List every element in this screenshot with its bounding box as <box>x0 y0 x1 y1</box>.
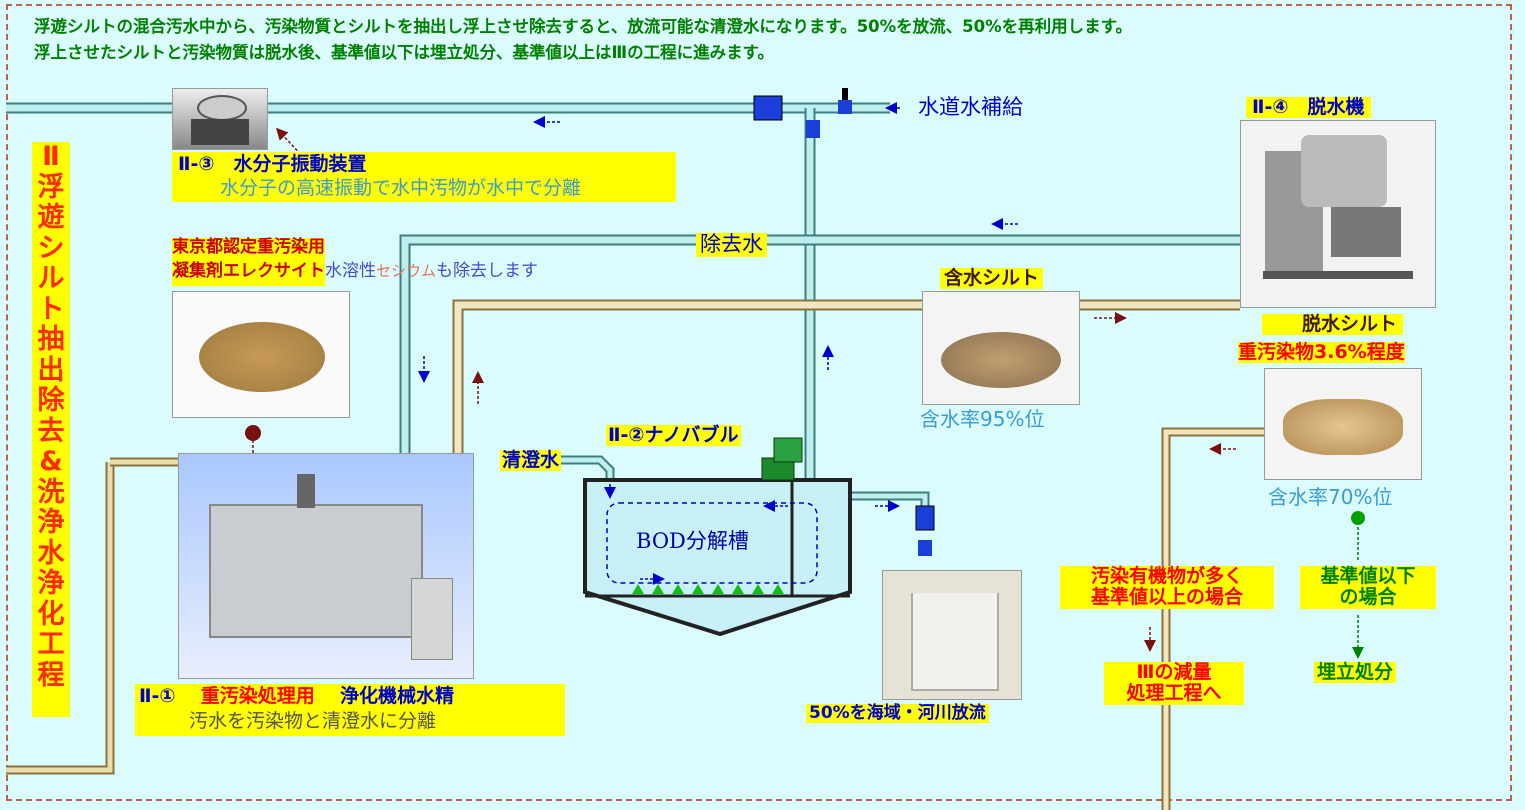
purifier-code: Ⅱ-① <box>139 685 176 707</box>
coagulant-line-1: 東京都認定重汚染用 <box>172 237 325 257</box>
banner: 浮遊シルトの混合汚水中から、汚染物質とシルトを抽出し浮上させ除去すると、放流可能… <box>34 14 1132 65</box>
low-case-line-2: の場合 <box>1339 586 1397 609</box>
vibration-device-photo <box>172 88 268 150</box>
banner-line-2: 浮上させたシルトと汚染物質は脱水後、基準値以下は埋立処分、基準値以上はⅢの工程に… <box>34 42 774 62</box>
discharge-label: 50%を海域・河川放流 <box>806 703 989 724</box>
coagulant-photo <box>172 291 350 418</box>
vibration-device-title: Ⅱ-③ 水分子振動装置 <box>178 153 367 175</box>
dehydrator-photo <box>1240 120 1436 308</box>
purifier-description: 汚水を汚染物と清澄水に分離 <box>189 710 437 732</box>
high-case-label: 汚染有機物が多く 基準値以上の場合 <box>1060 565 1274 609</box>
dewatered-silt-photo <box>1264 368 1422 480</box>
purifier-label: Ⅱ-① 重汚染処理用 浄化機械水精 汚水を汚染物と清澄水に分離 <box>135 684 565 736</box>
tap-water-label: 水道水補給 <box>918 95 1023 119</box>
coagulant-name: 凝集剤エレクサイト <box>172 261 325 281</box>
dewatered-silt-contaminant: 重汚染物3.6%程度 <box>1238 341 1405 364</box>
sludge-pipe <box>452 299 1240 455</box>
dewatered-silt-title: 脱水シルト <box>1262 313 1404 336</box>
landfill-label: 埋立処分 <box>1314 661 1397 684</box>
purifier-photo <box>178 453 474 679</box>
discharge-beaker-photo <box>882 570 1022 700</box>
purifier-purpose: 重汚染処理用 <box>200 685 315 707</box>
coagulant-dose-point <box>245 425 261 441</box>
low-case-label: 基準値以下 の場合 <box>1300 565 1436 609</box>
dashed-frame <box>6 4 1512 801</box>
aeration-nozzles <box>632 584 784 594</box>
removed-water-label: 除去水 <box>696 232 767 257</box>
bod-tank-body <box>583 478 852 637</box>
low-case-line-1: 基準値以下 <box>1320 565 1416 587</box>
purifier-title: Ⅱ-① 重汚染処理用 浄化機械水精 <box>139 685 455 707</box>
clear-water-label: 清澄水 <box>500 449 562 472</box>
landfill-branch-point <box>1351 511 1365 525</box>
valve-fittings <box>753 88 935 556</box>
stage3-sludge-pipe <box>1161 427 1272 810</box>
coagulant-note-c: も除去します <box>436 261 539 281</box>
wet-silt-moisture: 含水率95%位 <box>920 407 1045 431</box>
nanobubble-label: Ⅱ-②ナノバブル <box>606 424 741 447</box>
next-stage-line-1: Ⅲの減量 <box>1136 661 1212 683</box>
nanobubble-pump <box>761 437 803 481</box>
purifier-name: 浄化機械水精 <box>340 685 455 707</box>
next-stage-line-2: 処理工程へ <box>1126 682 1222 705</box>
coagulant-note-a: 水溶性 <box>325 261 376 281</box>
vibration-device-description: 水分子の高速振動で水中汚物が水中で分離 <box>220 177 582 199</box>
bod-tank-label: BOD分解槽 <box>636 529 749 553</box>
banner-line-1: 浮遊シルトの混合汚水中から、汚染物質とシルトを抽出し浮上させ除去すると、放流可能… <box>34 17 1133 36</box>
dehydrator-title: Ⅱ-④ 脱水機 <box>1246 96 1371 119</box>
vibration-device-label: Ⅱ-③ 水分子振動装置 水分子の高速振動で水中汚物が水中で分離 <box>172 152 676 202</box>
wet-silt-photo <box>922 291 1080 405</box>
coagulant-note-b: セシウム <box>376 262 437 280</box>
high-case-line-1: 汚染有機物が多く <box>1090 565 1243 587</box>
wet-silt-title: 含水シルト <box>940 267 1044 290</box>
next-stage-label: Ⅲの減量 処理工程へ <box>1104 661 1244 705</box>
high-case-line-2: 基準値以上の場合 <box>1090 586 1243 609</box>
dewatered-silt-moisture: 含水率70%位 <box>1268 485 1393 509</box>
coagulant-line-2: 凝集剤エレクサイト水溶性セシウムも除去します <box>172 261 539 281</box>
